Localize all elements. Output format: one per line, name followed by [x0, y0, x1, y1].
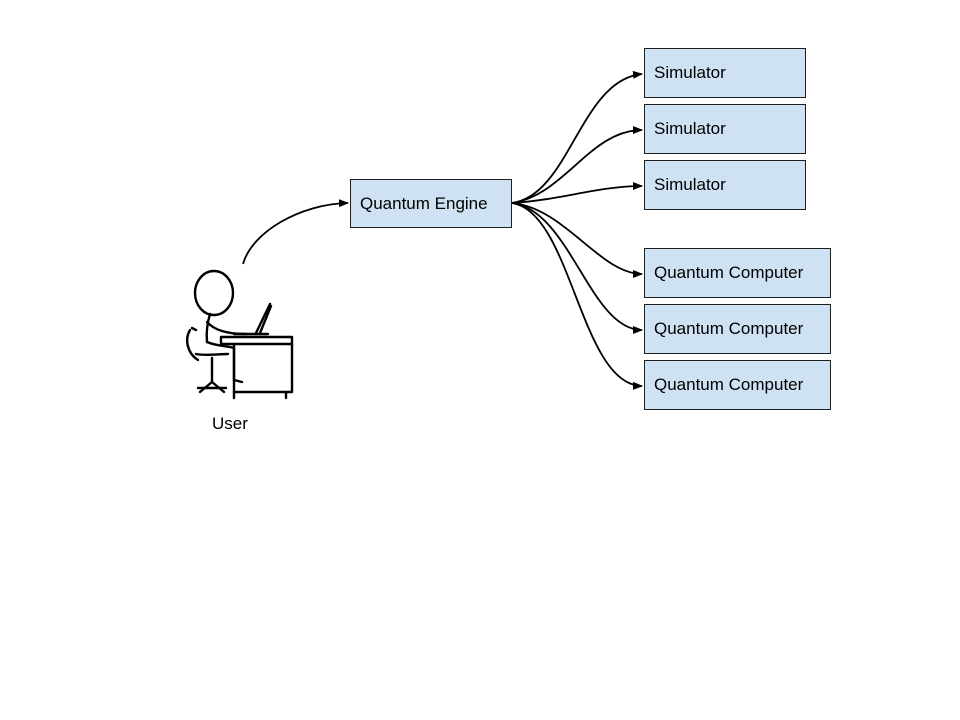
simulator-node: Simulator [644, 160, 806, 210]
engine-to-quantum-computer-2-arrow [511, 202, 643, 334]
user-label: User [212, 414, 248, 433]
quantum-computer-label: Quantum Computer [654, 319, 804, 338]
quantum-computer-node: Quantum Computer [644, 304, 831, 354]
engine-to-quantum-computer-1-arrow [511, 202, 643, 278]
user-to-engine-arrow [242, 199, 349, 265]
engine-to-simulator-2-arrow [511, 126, 643, 204]
quantum-computer-label: Quantum Computer [654, 375, 804, 394]
simulator-label: Simulator [654, 175, 726, 194]
engine-to-simulator-3-arrow [511, 182, 643, 204]
simulator-label: Simulator [654, 119, 726, 138]
quantum-engine-node: Quantum Engine [350, 179, 512, 228]
user-at-desk-icon [186, 269, 294, 400]
quantum-computer-node: Quantum Computer [644, 248, 831, 298]
engine-to-quantum-computer-3-arrow [511, 202, 643, 390]
simulator-label: Simulator [654, 63, 726, 82]
quantum-computer-node: Quantum Computer [644, 360, 831, 410]
quantum-computer-label: Quantum Computer [654, 263, 804, 282]
engine-to-simulator-1-arrow [511, 70, 643, 204]
simulator-node: Simulator [644, 104, 806, 154]
quantum-engine-label: Quantum Engine [360, 193, 488, 213]
simulator-node: Simulator [644, 48, 806, 98]
